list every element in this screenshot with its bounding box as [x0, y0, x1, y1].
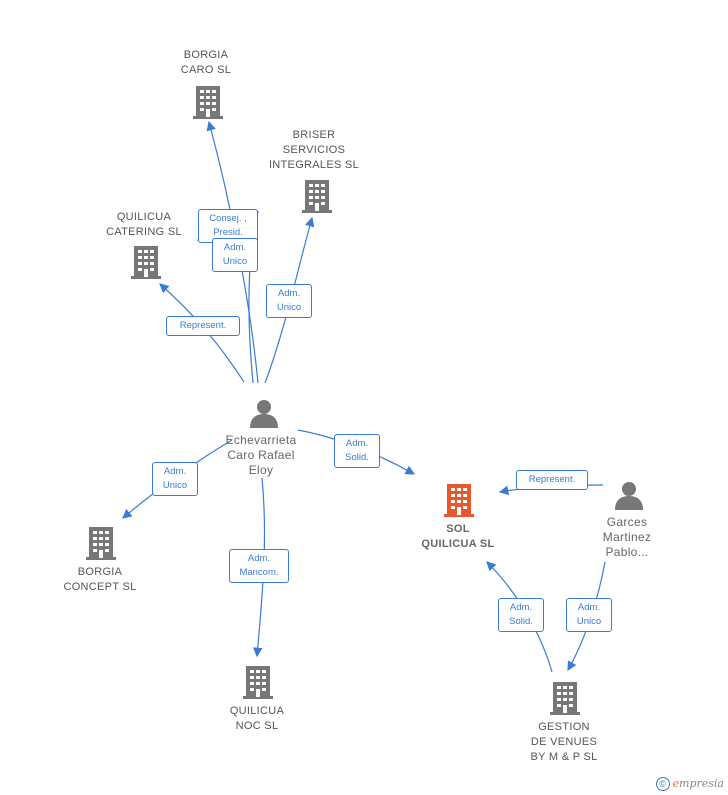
node-label-sol-quilicua[interactable]: SOL QUILICUA SL	[421, 523, 495, 550]
building-icon-sol-quilicua	[444, 484, 474, 517]
edge-label-consej: Consej. , Presid.	[198, 209, 258, 243]
edge-label-adm-unico-borgia: Adm. Unico	[212, 238, 258, 272]
node-label-borgia-caro[interactable]: BORGIA CARO SL	[180, 49, 232, 76]
node-label-briser[interactable]: BRISER SERVICIOS INTEGRALES SL	[268, 129, 360, 171]
edge-label-represent-catering: Represent.	[166, 316, 240, 336]
building-icon-quilicua-noc	[243, 666, 273, 699]
edge-label-adm-unico-briser: Adm. Unico	[266, 284, 312, 318]
node-label-borgia-concept[interactable]: BORGIA CONCEPT SL	[63, 566, 137, 593]
node-label-gestion[interactable]: GESTION DE VENUES BY M & P SL	[530, 721, 598, 763]
node-label-garces[interactable]: Garces Martinez Pablo...	[602, 515, 652, 559]
building-icon-briser	[302, 180, 332, 213]
edge-label-adm-solid-sol: Adm. Solid.	[334, 434, 380, 468]
edge-label-represent-garces: Represent.	[516, 470, 588, 490]
node-label-quilicua-noc[interactable]: QUILICUA NOC SL	[229, 705, 285, 732]
edge-label-adm-unico-concept: Adm. Unico	[152, 462, 198, 496]
building-icon-borgia-caro	[193, 86, 223, 119]
edge-label-adm-unico-garces: Adm. Unico	[566, 598, 612, 632]
person-icon-garces	[615, 482, 643, 510]
node-label-quilicua-catering[interactable]: QUILICUA CATERING SL	[106, 211, 182, 238]
brand-logo: empresia	[672, 777, 724, 790]
edge-label-adm-mancom: Adm. Mancom.	[229, 549, 289, 583]
person-icon-echevarrieta	[250, 400, 278, 428]
node-label-echevarrieta[interactable]: Echevarrieta Caro Rafael Eloy	[225, 433, 297, 477]
edge-label-adm-solid-gestion: Adm. Solid.	[498, 598, 544, 632]
copyright-icon: ©	[655, 777, 670, 791]
copyright-credit: ©empresia	[655, 777, 724, 791]
building-icon-gestion	[550, 682, 580, 715]
building-icon-quilicua-catering	[131, 246, 161, 279]
building-icon-borgia-concept	[86, 527, 116, 560]
